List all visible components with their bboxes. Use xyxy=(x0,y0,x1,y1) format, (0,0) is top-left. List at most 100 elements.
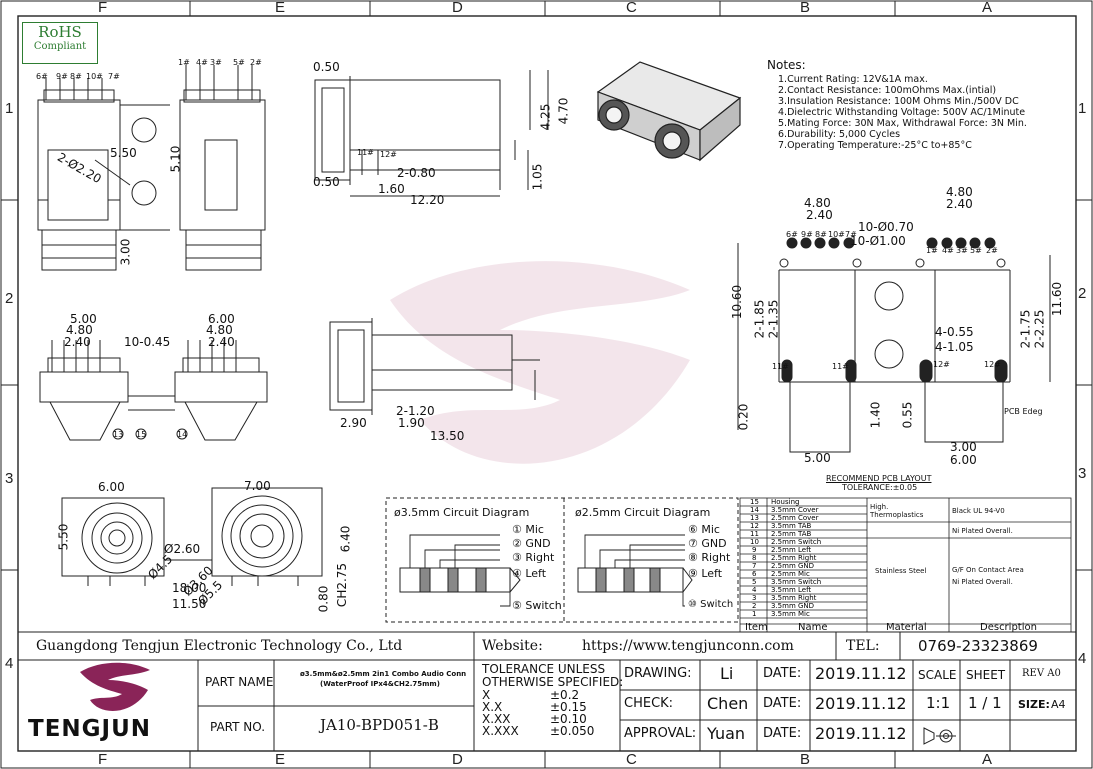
dim-label: 5.50 xyxy=(56,523,71,551)
pin-label: 14 xyxy=(177,430,188,439)
watermark-logo xyxy=(390,261,690,464)
pin-label: 4# xyxy=(196,58,208,67)
logo-text: TENGJUN xyxy=(28,716,152,742)
dim-label: 1.60 xyxy=(378,182,405,196)
bom-item-name: 2.5mm Right xyxy=(771,554,817,562)
website-link[interactable]: https://www.tengjunconn.com xyxy=(582,638,794,654)
tol-value: ±0.10 xyxy=(550,712,587,726)
dim-label: 2-1.35 xyxy=(766,299,781,339)
tel-label: TEL: xyxy=(846,638,880,654)
sheet-value: 1 / 1 xyxy=(968,694,1002,712)
part-name-label: PART NAME xyxy=(205,675,274,689)
scale-label: SCALE xyxy=(918,668,957,682)
tol-value: ±0.15 xyxy=(550,700,587,714)
circuit-35-label: ④ Left xyxy=(512,567,547,580)
front-view-pair xyxy=(39,340,268,441)
dim-label: 5.00 xyxy=(70,312,97,326)
bom-item-no: 13 xyxy=(750,514,759,522)
circuit-diagrams xyxy=(385,497,739,623)
bom-item-name: 2.5mm GND xyxy=(771,562,815,570)
product-3d-render xyxy=(596,61,742,162)
bom-item-name: 3.5mm Mic xyxy=(771,610,810,618)
dim-label: 4-1.05 xyxy=(935,340,974,354)
note-2: 2.Contact Resistance: 100mOhms Max.(inti… xyxy=(778,85,997,96)
tol-value: ±0.050 xyxy=(550,724,595,738)
zone-row-3: 3 xyxy=(5,470,14,487)
pin-label: 1# xyxy=(178,58,190,67)
pin-label: 12# xyxy=(380,150,397,159)
bom-header-item: Item xyxy=(745,622,768,633)
zone-col-e: E xyxy=(275,0,286,16)
dim-label: 11.50 xyxy=(172,597,207,611)
pin-label: 7# xyxy=(108,72,120,81)
dim-label: 6.40 xyxy=(338,525,353,553)
description-1: Black UL 94-V0 xyxy=(952,507,1005,515)
zone-col-a: A xyxy=(982,0,993,16)
front-circles xyxy=(61,487,323,586)
note-7: 7.Operating Temperature:-25°C to+85°C xyxy=(778,140,972,151)
dim-label: 2-1.20 xyxy=(396,404,435,418)
pin-label: 11# xyxy=(832,362,849,371)
check-date: 2019.11.12 xyxy=(815,694,907,713)
dim-label: 2-0.80 xyxy=(397,166,436,180)
pcb-layout-title: RECOMMEND PCB LAYOUT xyxy=(826,474,932,483)
top-view-right xyxy=(179,65,266,271)
website-label: Website: xyxy=(482,638,543,654)
hole-circles xyxy=(94,104,170,231)
pin-label: 3# xyxy=(956,246,968,255)
dim-label: 3.00 xyxy=(950,440,977,454)
dim-label: 2.40 xyxy=(806,208,833,222)
pin-label: 8# xyxy=(815,230,827,239)
dim-label: 5.00 xyxy=(804,451,831,465)
size-label: SIZE: xyxy=(1018,698,1050,711)
dim-label: 6.00 xyxy=(950,453,977,467)
pin-label: 3# xyxy=(210,58,222,67)
bom-item-no: 6 xyxy=(752,570,757,578)
dim-label: 13.50 xyxy=(430,429,465,443)
dim-label: 3.00 xyxy=(118,238,133,266)
pin-label: 2# xyxy=(250,58,262,67)
dim-label: 2.40 xyxy=(64,335,91,349)
bom-header-material: Material xyxy=(886,622,927,633)
dim-label: 4.80 xyxy=(206,323,233,337)
zone-row-3-right: 3 xyxy=(1078,465,1087,482)
approval-date: 2019.11.12 xyxy=(815,724,907,743)
dim-label: 4-0.55 xyxy=(935,325,974,339)
zone-row-4: 4 xyxy=(5,655,14,672)
description-4: Ni Plated Overall. xyxy=(952,578,1013,586)
zone-row-1: 1 xyxy=(5,100,14,117)
bom-item-name: 3.5mm Switch xyxy=(771,578,822,586)
zone-col-b: B xyxy=(800,0,811,16)
zone-row-2-right: 2 xyxy=(1078,285,1087,302)
projection-symbol xyxy=(923,727,956,745)
pin-label: 12# xyxy=(984,360,1001,369)
bom-item-no: 5 xyxy=(752,578,757,586)
bom-item-name: 2.5mm Cover xyxy=(771,514,819,522)
dim-label: 4.80 xyxy=(66,323,93,337)
zone-row-1-right: 1 xyxy=(1078,100,1087,117)
dim-label: 0.20 xyxy=(736,403,751,431)
part-no-label: PART NO. xyxy=(210,720,266,734)
bom-item-no: 2 xyxy=(752,602,757,610)
zone-col-c: C xyxy=(626,0,637,16)
bom-item-name: 3.5mm TAB xyxy=(771,522,812,530)
dim-label: 6.00 xyxy=(208,312,235,326)
rohs-subtitle: Compliant xyxy=(33,41,87,52)
pin-label: 11# xyxy=(772,362,789,371)
zone-col-d-bottom: D xyxy=(452,751,463,768)
bom-header-name: Name xyxy=(798,622,828,633)
zone-col-c-bottom: C xyxy=(626,751,637,768)
dim-label: 4.80 xyxy=(804,196,831,210)
bom-item-no: 1 xyxy=(752,610,757,618)
note-4: 4.Dielectric Withstanding Voltage: 500V … xyxy=(778,107,1026,118)
zone-col-d: D xyxy=(452,0,463,16)
dim-label: 1.90 xyxy=(398,416,425,430)
pin-label: 2# xyxy=(986,246,998,255)
material-2: Stainless Steel xyxy=(875,567,927,575)
